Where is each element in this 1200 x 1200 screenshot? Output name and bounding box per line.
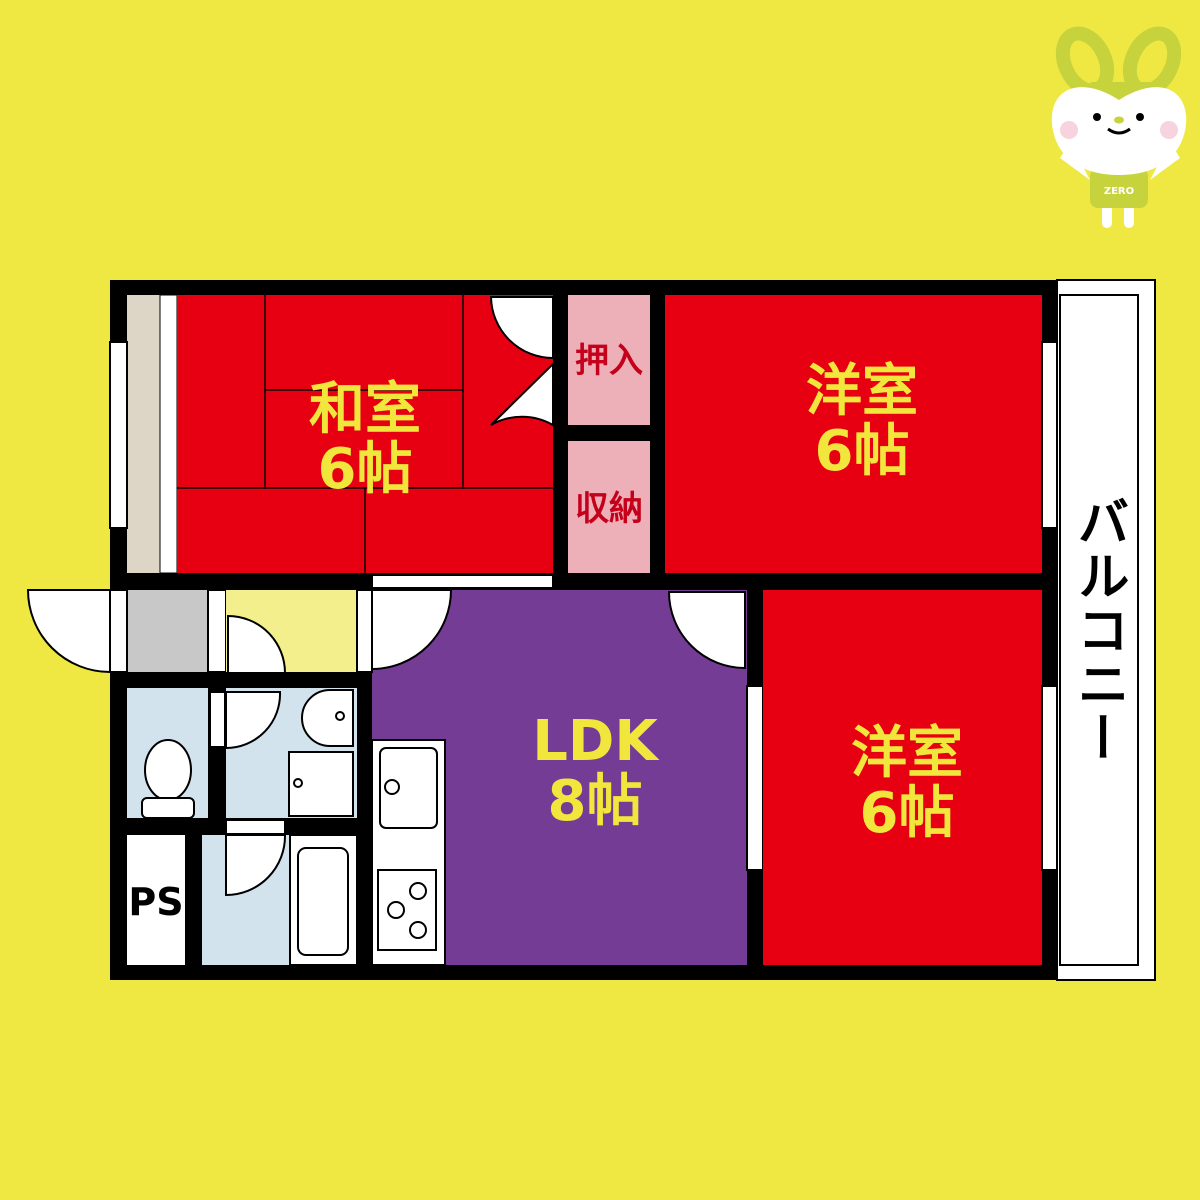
window	[109, 341, 128, 529]
balcony	[1056, 279, 1156, 981]
door[interactable]	[667, 591, 746, 670]
bathroom	[202, 819, 358, 966]
room-oshiire: 押入	[568, 295, 650, 425]
room-shuno: 収納	[568, 441, 650, 573]
balcony-label: バルコニー	[1068, 495, 1128, 765]
washitsu-size: 6帖	[318, 437, 413, 502]
shuno-label: 収納	[575, 489, 643, 529]
ldk-name: LDK	[532, 709, 660, 774]
window	[1041, 341, 1058, 529]
pipe-space: PS	[127, 835, 185, 965]
room-youshitsu-upper: 洋室 6帖	[665, 295, 1042, 573]
door[interactable]	[227, 614, 287, 674]
window	[1041, 685, 1058, 871]
sliding-door[interactable]	[371, 574, 554, 589]
ps-label: PS	[128, 880, 183, 924]
washitsu-name: 和室	[309, 377, 421, 442]
oshiire-label: 押入	[575, 341, 643, 381]
youshitsu-upper-size: 6帖	[815, 419, 910, 484]
front-door[interactable]	[26, 589, 111, 674]
closet-door[interactable]	[490, 361, 554, 427]
room-washitsu: 和室 6帖	[127, 294, 553, 574]
youshitsu-upper-name: 洋室	[806, 359, 918, 424]
room-youshitsu-lower: 洋室 6帖	[763, 590, 1042, 965]
youshitsu-lower-name: 洋室	[851, 721, 963, 786]
closet-door[interactable]	[489, 296, 554, 360]
door[interactable]	[371, 589, 453, 671]
sliding-door[interactable]	[746, 685, 764, 871]
mascot-shirt-text: ZERO	[1104, 186, 1134, 197]
ldk-size: 8帖	[548, 769, 643, 834]
mascot-logo: ZERO	[1051, 26, 1187, 228]
toilet-room	[127, 688, 208, 819]
youshitsu-lower-size: 6帖	[860, 781, 955, 846]
washroom	[209, 688, 357, 818]
room-ldk: LDK 8帖	[371, 590, 747, 966]
